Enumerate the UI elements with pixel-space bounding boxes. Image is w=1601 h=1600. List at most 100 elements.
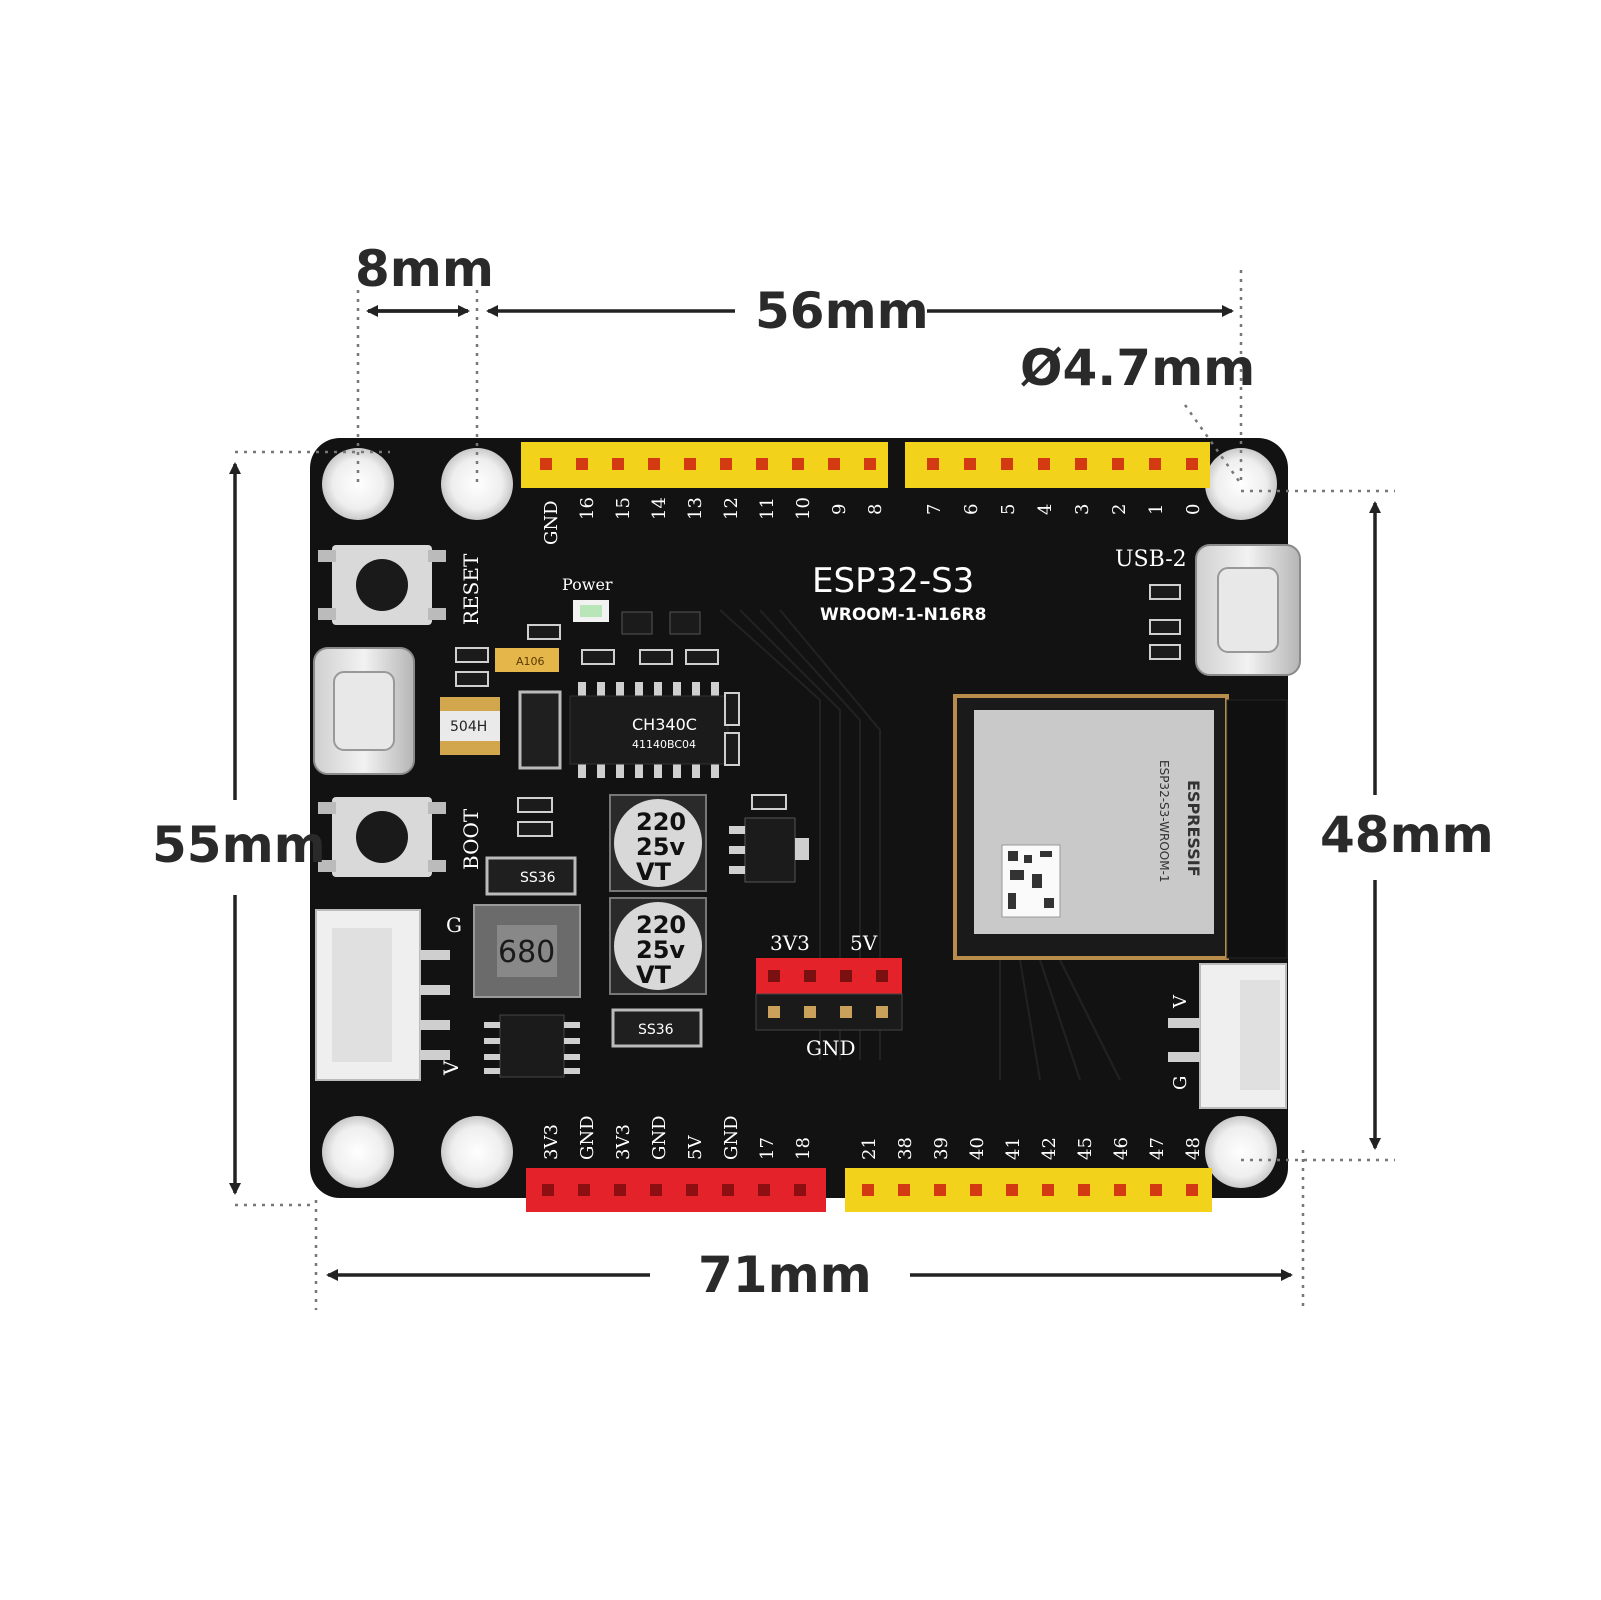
pin-label: 1 (1146, 504, 1167, 515)
svg-text:504H: 504H (450, 719, 487, 735)
top-header-left[interactable] (521, 442, 888, 488)
pcb-traces (719, 609, 1121, 1081)
pin-label: GND (577, 1115, 598, 1160)
pin-label: 12 (721, 497, 742, 520)
label-3v3: 3V3 (770, 931, 810, 955)
right-connector-g-label: G (1170, 1076, 1191, 1090)
dim-board-height: 55mm (152, 816, 326, 874)
usb-c-port-left[interactable] (313, 647, 415, 775)
pin-label: 42 (1039, 1137, 1060, 1160)
pin-label: GND (721, 1115, 742, 1160)
pin-label: GND (649, 1115, 670, 1160)
transistors (621, 611, 701, 635)
power-label: Power (562, 575, 613, 594)
jst-connector-right[interactable] (1168, 963, 1287, 1109)
board-title: ESP32-S3 (812, 561, 974, 601)
pin-label: 4 (1035, 504, 1056, 515)
pin-label: 13 (685, 497, 706, 520)
usb2-label: USB-2 (1115, 547, 1187, 572)
electrolytic-capacitor-1: 220 25v VT (609, 794, 707, 892)
boot-label: BOOT (459, 808, 483, 870)
pin-label: 0 (1183, 504, 1204, 515)
right-connector-v-label: V (1170, 994, 1191, 1009)
label-gnd: GND (806, 1036, 856, 1060)
pin-label: 3V3 (541, 1124, 562, 1160)
pin-label: 5V (685, 1135, 706, 1160)
pin-label: 5 (998, 504, 1019, 515)
diode-ss36-1: SS36 (485, 856, 577, 896)
antenna-area (1226, 699, 1288, 959)
bottom-pin-labels: 3V3 GND 3V3 GND 5V GND 17 18 21 38 39 40… (541, 1115, 1204, 1160)
svg-text:25v: 25v (636, 833, 685, 861)
svg-text:25v: 25v (636, 936, 685, 964)
usb-serial-chip: CH340C 41140BC04 (569, 682, 729, 778)
dimension-arrows (229, 305, 1381, 1281)
svg-text:220: 220 (636, 808, 686, 836)
pin-label: 17 (757, 1137, 778, 1160)
svg-text:CH340C: CH340C (632, 715, 697, 734)
top-pin-labels: GND 16 15 14 13 12 11 10 9 8 7 6 5 4 3 2… (541, 497, 1204, 545)
pin-label: 9 (829, 504, 850, 515)
power-led (573, 600, 609, 622)
pin-label: 11 (757, 497, 778, 520)
svg-text:A106: A106 (516, 655, 545, 668)
tantalum-capacitor: A106 (495, 648, 559, 672)
mounting-holes (322, 448, 1277, 1188)
svg-text:41140BC04: 41140BC04 (632, 738, 696, 751)
boot-button[interactable] (318, 797, 446, 877)
extension-lines (235, 270, 1395, 1310)
left-connector-g-label: G (446, 913, 462, 937)
bottom-header-right-yellow[interactable] (845, 1168, 1212, 1212)
power-pin-header[interactable] (755, 958, 903, 1031)
pin-label: 16 (577, 497, 598, 520)
left-connector-v-label: V (439, 1060, 463, 1076)
smd-resistors (455, 584, 1181, 837)
reset-button[interactable] (318, 545, 446, 625)
pin-label: 3 (1072, 504, 1093, 515)
buck-converter-chip (484, 1014, 580, 1078)
jst-connector-left[interactable] (315, 909, 450, 1081)
board-subtitle: WROOM-1-N16R8 (820, 605, 986, 625)
svg-text:680: 680 (498, 935, 555, 970)
dim-board-width: 71mm (698, 1246, 872, 1304)
pin-label: GND (541, 500, 562, 545)
pin-label: 45 (1075, 1137, 1096, 1160)
fuse: 504H (440, 697, 500, 755)
diode-ss36-2: SS36 (611, 1008, 703, 1048)
pin-label: 14 (649, 497, 670, 520)
pin-label: 10 (793, 497, 814, 520)
dim-hole-span-y: 48mm (1320, 806, 1494, 864)
svg-text:ESPRESSIF: ESPRESSIF (1184, 780, 1203, 877)
pin-label: 47 (1147, 1137, 1168, 1160)
electrolytic-capacitor-2: 220 25v VT (609, 897, 707, 995)
bottom-header-left-red[interactable] (526, 1168, 826, 1212)
svg-text:ESP32-S3-WROOM-1: ESP32-S3-WROOM-1 (1157, 760, 1171, 883)
inductor: 680 (473, 904, 581, 998)
pin-label: 7 (924, 504, 945, 515)
pin-label: 48 (1183, 1137, 1204, 1160)
pin-label: 8 (865, 504, 886, 515)
pin-label: 6 (961, 504, 982, 515)
pin-label: 15 (613, 497, 634, 520)
pin-label: 40 (967, 1137, 988, 1160)
pin-label: 18 (793, 1137, 814, 1160)
pin-label: 38 (895, 1137, 916, 1160)
pin-label: 3V3 (613, 1124, 634, 1160)
esp32-module: ESPRESSIF ESP32-S3-WROOM-1 (953, 694, 1229, 960)
pin-label: 21 (859, 1137, 880, 1160)
usb-c-port-right[interactable] (1195, 544, 1301, 676)
diode-vertical (518, 690, 562, 770)
label-5v: 5V (850, 931, 878, 955)
svg-text:VT: VT (636, 858, 672, 886)
top-header-right[interactable] (905, 442, 1210, 488)
pin-label: 41 (1003, 1137, 1024, 1160)
reset-label: RESET (459, 553, 483, 625)
ldo-regulator (729, 817, 809, 883)
svg-text:SS36: SS36 (638, 1022, 674, 1038)
pin-label: 39 (931, 1137, 952, 1160)
svg-text:SS36: SS36 (520, 870, 556, 886)
dim-hole-diameter: Ø4.7mm (1020, 339, 1255, 397)
svg-text:220: 220 (636, 911, 686, 939)
dim-hole-offset: 8mm (355, 240, 494, 298)
